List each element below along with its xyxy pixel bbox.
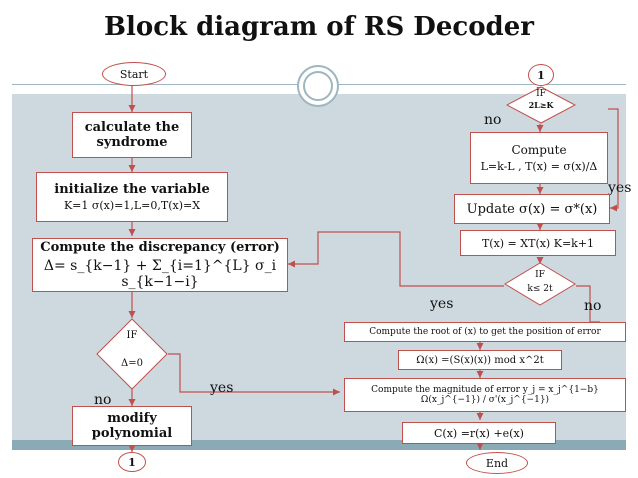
discrepancy-formula: Δ= s_{k−1} + Σ_{i=1}^{L} σ_i s_{k−1−i}	[43, 258, 277, 290]
update-box: Update σ(x) = σ*(x)	[454, 194, 610, 224]
start-label: Start	[119, 67, 149, 81]
decorative-circle-icon	[297, 65, 339, 107]
update-label: Update σ(x) = σ*(x)	[466, 201, 598, 217]
if2-condition: k≤ 2t	[527, 284, 553, 294]
start-terminal: Start	[102, 62, 166, 86]
if1-label: IF	[536, 89, 546, 99]
no-label-left: no	[94, 392, 112, 408]
decision-k-le-2t: IF k≤ 2t	[504, 262, 576, 306]
magnitude-label: Compute the magnitude of error y_j = x_j…	[371, 385, 599, 405]
connector-left-label: 1	[128, 455, 136, 469]
end-label: End	[485, 456, 509, 470]
page-title: Block diagram of RS Decoder	[104, 12, 534, 42]
yes-label-right-top: yes	[608, 180, 632, 196]
modify-label: modify polynomial	[91, 411, 173, 441]
if-label: IF	[126, 330, 138, 341]
compute-title: Compute	[511, 143, 567, 157]
init-values: K=1 σ(x)=1,L=0,T(x)=X	[63, 199, 201, 212]
connector-left: 1	[118, 452, 146, 472]
omega-box: Ω(x) =(S(x)(x)) mod x^2t	[398, 350, 562, 370]
syndrome-label: calculate the syndrome	[84, 120, 180, 150]
cx-label: C(x) =r(x) +e(x)	[434, 426, 524, 440]
bottom-band	[12, 440, 626, 450]
omega-label: Ω(x) =(S(x)(x)) mod x^2t	[416, 354, 544, 366]
tx-box: T(x) = XT(x) K=k+1	[460, 230, 616, 256]
cx-box: C(x) =r(x) +e(x)	[402, 422, 556, 444]
init-box: initialize the variable K=1 σ(x)=1,L=0,T…	[36, 172, 228, 222]
root-box: Compute the root of (x) to get the posit…	[344, 322, 626, 342]
discrepancy-title: Compute the discrepancy (error)	[40, 240, 280, 255]
no-label-right: no	[584, 298, 602, 314]
compute-formula: L=k-L , T(x) = σ(x)/Δ	[480, 160, 598, 173]
if2-label: IF	[535, 270, 545, 280]
yes-label-right: yes	[430, 296, 454, 312]
if-condition: Δ=0	[121, 358, 143, 369]
end-terminal: End	[466, 452, 528, 474]
no-label-right-top: no	[484, 112, 502, 128]
root-label: Compute the root of (x) to get the posit…	[369, 327, 601, 337]
discrepancy-box: Compute the discrepancy (error) Δ= s_{k−…	[32, 238, 288, 292]
if1-condition: 2L≥K	[528, 100, 554, 110]
connector-right: 1	[528, 64, 554, 86]
modify-box: modify polynomial	[72, 406, 192, 446]
connector-right-label: 1	[537, 68, 545, 82]
magnitude-box: Compute the magnitude of error y_j = x_j…	[344, 378, 626, 412]
decision-2l-ge-k: IF 2L≥K	[506, 86, 576, 124]
yes-label-left: yes	[210, 380, 234, 396]
syndrome-box: calculate the syndrome	[72, 112, 192, 158]
init-title: initialize the variable	[54, 182, 210, 197]
decision-delta-zero: IF Δ=0	[96, 318, 168, 390]
tx-label: T(x) = XT(x) K=k+1	[481, 236, 595, 250]
compute-box: Compute L=k-L , T(x) = σ(x)/Δ	[470, 132, 608, 184]
